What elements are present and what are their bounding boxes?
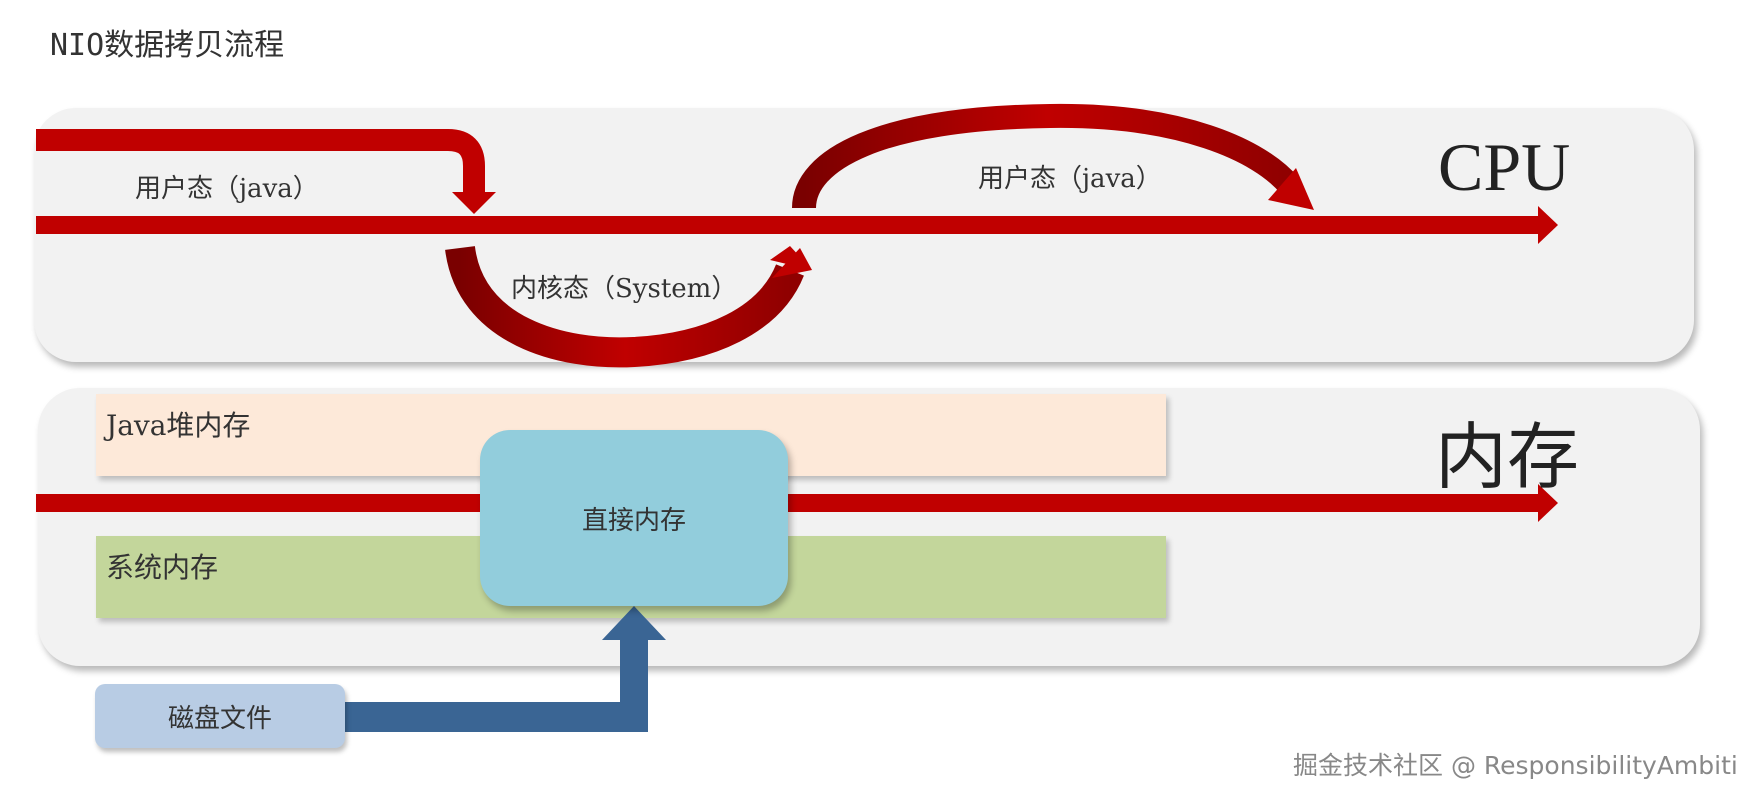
direct-memory-label: 直接内存	[581, 505, 686, 536]
disk-file-box: 磁盘文件	[95, 684, 345, 748]
java-heap-region: Java堆内存	[96, 394, 1166, 476]
user-mode-return-swoop-arrow	[792, 103, 1314, 210]
system-memory-label: 系统内存	[106, 551, 219, 584]
cpu-timeline-arrow	[36, 206, 1558, 244]
cpu-label: CPU	[1438, 129, 1571, 205]
page-title: NIO数据拷贝流程	[50, 28, 285, 63]
disk-to-direct-memory-arrow	[345, 606, 666, 732]
watermark: 掘金技术社区 @ ResponsibilityAmbiti	[1293, 751, 1738, 780]
user-mode-entry-arrow	[36, 129, 496, 214]
memory-label: 内存	[1435, 415, 1580, 499]
user-mode-label-left: 用户态（java）	[135, 174, 319, 204]
memory-timeline-arrow	[36, 484, 1558, 522]
user-mode-label-right: 用户态（java）	[978, 164, 1162, 194]
kernel-mode-swoop-arrow	[445, 245, 812, 368]
kernel-mode-label: 内核态（System）	[511, 274, 738, 304]
java-heap-label: Java堆内存	[106, 409, 251, 442]
direct-memory-box: 直接内存	[480, 430, 788, 606]
disk-file-label: 磁盘文件	[167, 703, 272, 734]
